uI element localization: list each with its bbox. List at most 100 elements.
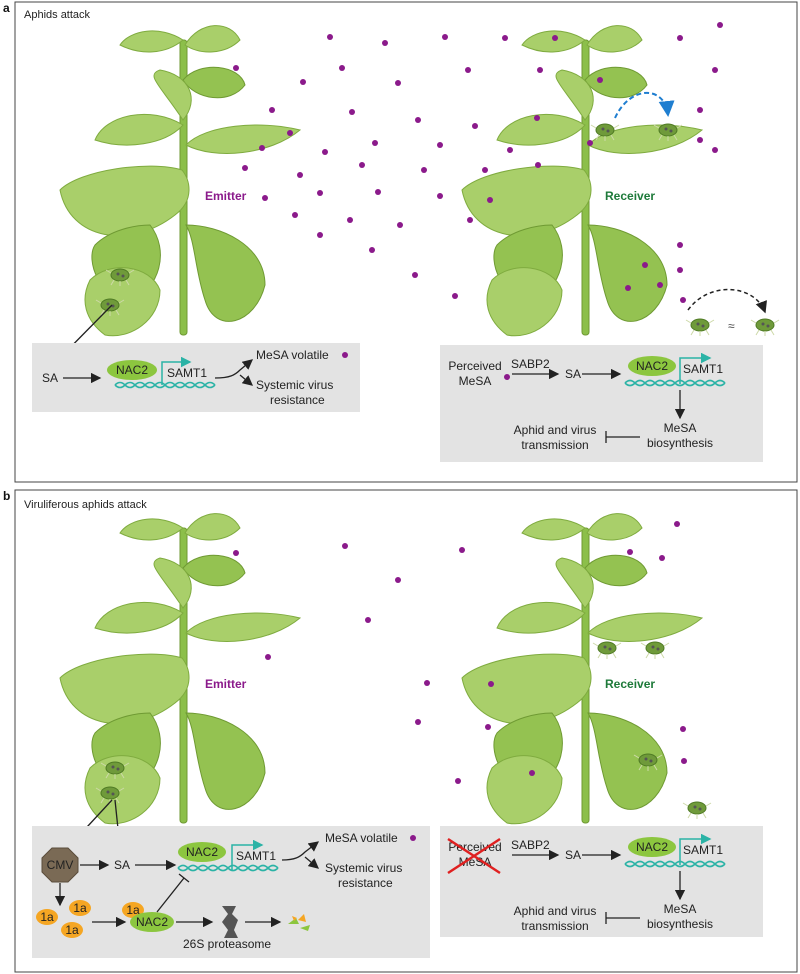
mesa-volatile-label: MeSA volatile [256, 348, 329, 362]
mesa-dot [347, 217, 353, 223]
aphid-leaving-arrow [687, 288, 767, 314]
mesa-dot [375, 189, 381, 195]
panel-title: Viruliferous aphids attack [24, 499, 147, 511]
mesa-biosynthesis-label-2: biosynthesis [647, 436, 713, 450]
mesa-dot [535, 162, 541, 168]
mesa-dot [421, 167, 427, 173]
distance-icon: ≈ [728, 319, 735, 333]
dna-icon [114, 381, 216, 389]
cmv-label: CMV [47, 858, 74, 872]
mesa-dot [342, 543, 348, 549]
one-a-label: 1a [40, 910, 54, 924]
mesa-dot [697, 137, 703, 143]
mesa-dot [529, 770, 535, 776]
one-a-protein [69, 900, 91, 916]
systemic-resistance-label-2: resistance [338, 876, 393, 890]
one-a-label: 1a [65, 923, 79, 937]
mesa-dot [452, 293, 458, 299]
mesa-biosynthesis-label: MeSA [664, 421, 697, 435]
receiver-plant [461, 513, 703, 825]
samt1-label: SAMT1 [683, 843, 723, 857]
nac2-label: NAC2 [116, 363, 148, 377]
mesa-dot [681, 758, 687, 764]
receiver-label: Receiver [605, 189, 655, 203]
nac2-label: NAC2 [636, 359, 668, 373]
perceived-mesa-label-2: MeSA [459, 855, 492, 869]
mesa-dot [259, 145, 265, 151]
emitter-label: Emitter [205, 189, 247, 203]
mesa-dot [502, 35, 508, 41]
mesa-dot [437, 142, 443, 148]
one-a-protein [36, 909, 58, 925]
mesa-dot [642, 262, 648, 268]
mesa-dot [349, 109, 355, 115]
mesa-dot [397, 222, 403, 228]
mesa-dot [300, 79, 306, 85]
mesa-dot [657, 282, 663, 288]
mesa-dot [677, 35, 683, 41]
mesa-dot [369, 247, 375, 253]
mesa-dot [262, 195, 268, 201]
aphid [592, 641, 622, 660]
mesa-biosynthesis-label: MeSA [664, 902, 697, 916]
systemic-resistance-label: Systemic virus [256, 378, 333, 392]
aphid [640, 641, 670, 660]
mesa-dot [372, 140, 378, 146]
mesa-dot [395, 577, 401, 583]
nac2-label: NAC2 [636, 840, 668, 854]
dna-icon [624, 379, 726, 387]
receiver-label: Receiver [605, 677, 655, 691]
mesa-dot [359, 162, 365, 168]
one-a-label: 1a [126, 903, 140, 917]
panel-letter: a [3, 1, 10, 15]
nac2-protein [628, 837, 676, 857]
mesa-dot [317, 190, 323, 196]
nac2-protein [178, 842, 226, 862]
mesa-volatile-label: MeSA volatile [325, 831, 398, 845]
one-a-protein [61, 922, 83, 938]
mesa-dot [410, 835, 416, 841]
mesa-dot [465, 67, 471, 73]
perceived-mesa-label: Perceived [448, 840, 501, 854]
mesa-dot [322, 149, 328, 155]
one-a-protein [122, 902, 144, 918]
samt1-label: SAMT1 [683, 362, 723, 376]
degraded-protein-icon [288, 914, 310, 931]
mesa-dot [487, 197, 493, 203]
sa-label: SA [565, 367, 581, 381]
mesa-dot [342, 352, 348, 358]
mesa-dot [455, 778, 461, 784]
transcription-start-icon [231, 839, 264, 870]
mesa-dot [233, 65, 239, 71]
mesa-dot [317, 232, 323, 238]
systemic-resistance-label: Systemic virus [325, 861, 402, 875]
mesa-dot [587, 140, 593, 146]
mesa-dot [697, 107, 703, 113]
mesa-dot [467, 217, 473, 223]
mesa-dot [412, 272, 418, 278]
transcription-start-icon [679, 352, 712, 384]
mesa-dot [507, 147, 513, 153]
panel-border [14, 489, 798, 973]
nac2-label: NAC2 [186, 845, 218, 859]
aphid [682, 801, 712, 820]
mesa-dot [680, 297, 686, 303]
mesa-dots [233, 22, 723, 303]
emitter-label: Emitter [205, 677, 247, 691]
nac2-protein [107, 360, 157, 380]
panel-b: b Viruliferous aphids attack Emitter Rec… [3, 489, 798, 973]
nac2-bound-label: NAC2 [136, 915, 168, 929]
perceived-mesa-label: Perceived [448, 359, 501, 373]
mesa-dot [552, 35, 558, 41]
mesa-dot [712, 147, 718, 153]
mesa-dot [233, 550, 239, 556]
mesa-dot [717, 22, 723, 28]
mesa-dot [297, 172, 303, 178]
mesa-dot [485, 724, 491, 730]
transcription-start-icon [161, 356, 192, 385]
mesa-dot [472, 123, 478, 129]
mesa-dot [424, 680, 430, 686]
mesa-dot [437, 193, 443, 199]
